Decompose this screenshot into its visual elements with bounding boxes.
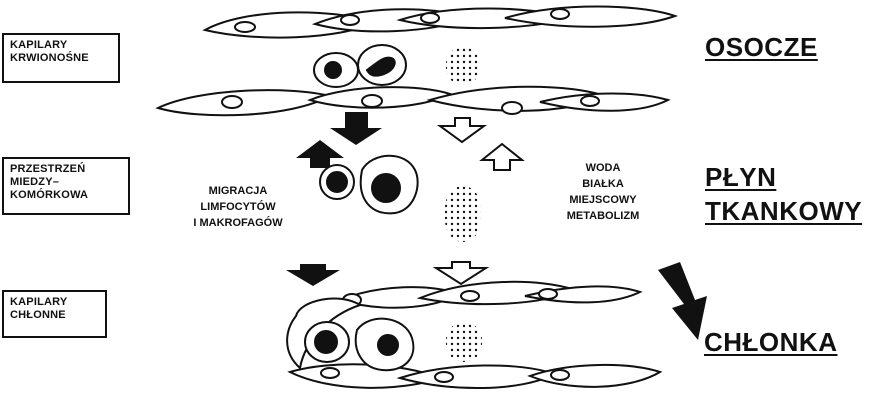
lymph-cells — [305, 319, 413, 371]
hollow-arrow-up-icon — [482, 144, 522, 170]
protein-dots-icon — [446, 322, 482, 362]
protein-dots-icon — [446, 47, 480, 85]
filled-arrow-down-icon — [330, 112, 382, 145]
protein-dots-icon — [445, 186, 481, 242]
blood-capillary-top-wall — [205, 7, 675, 38]
interstitial-cells — [320, 156, 418, 214]
blood-capillary-bottom-wall — [158, 87, 668, 116]
filled-arrow-up-icon — [296, 140, 344, 168]
hollow-arrow-down-icon — [440, 118, 484, 142]
filled-arrow-diagonal-icon — [658, 262, 707, 340]
blood-cells — [314, 45, 406, 87]
hollow-arrow-down-icon — [436, 262, 486, 284]
filled-arrow-down-icon — [286, 264, 340, 286]
